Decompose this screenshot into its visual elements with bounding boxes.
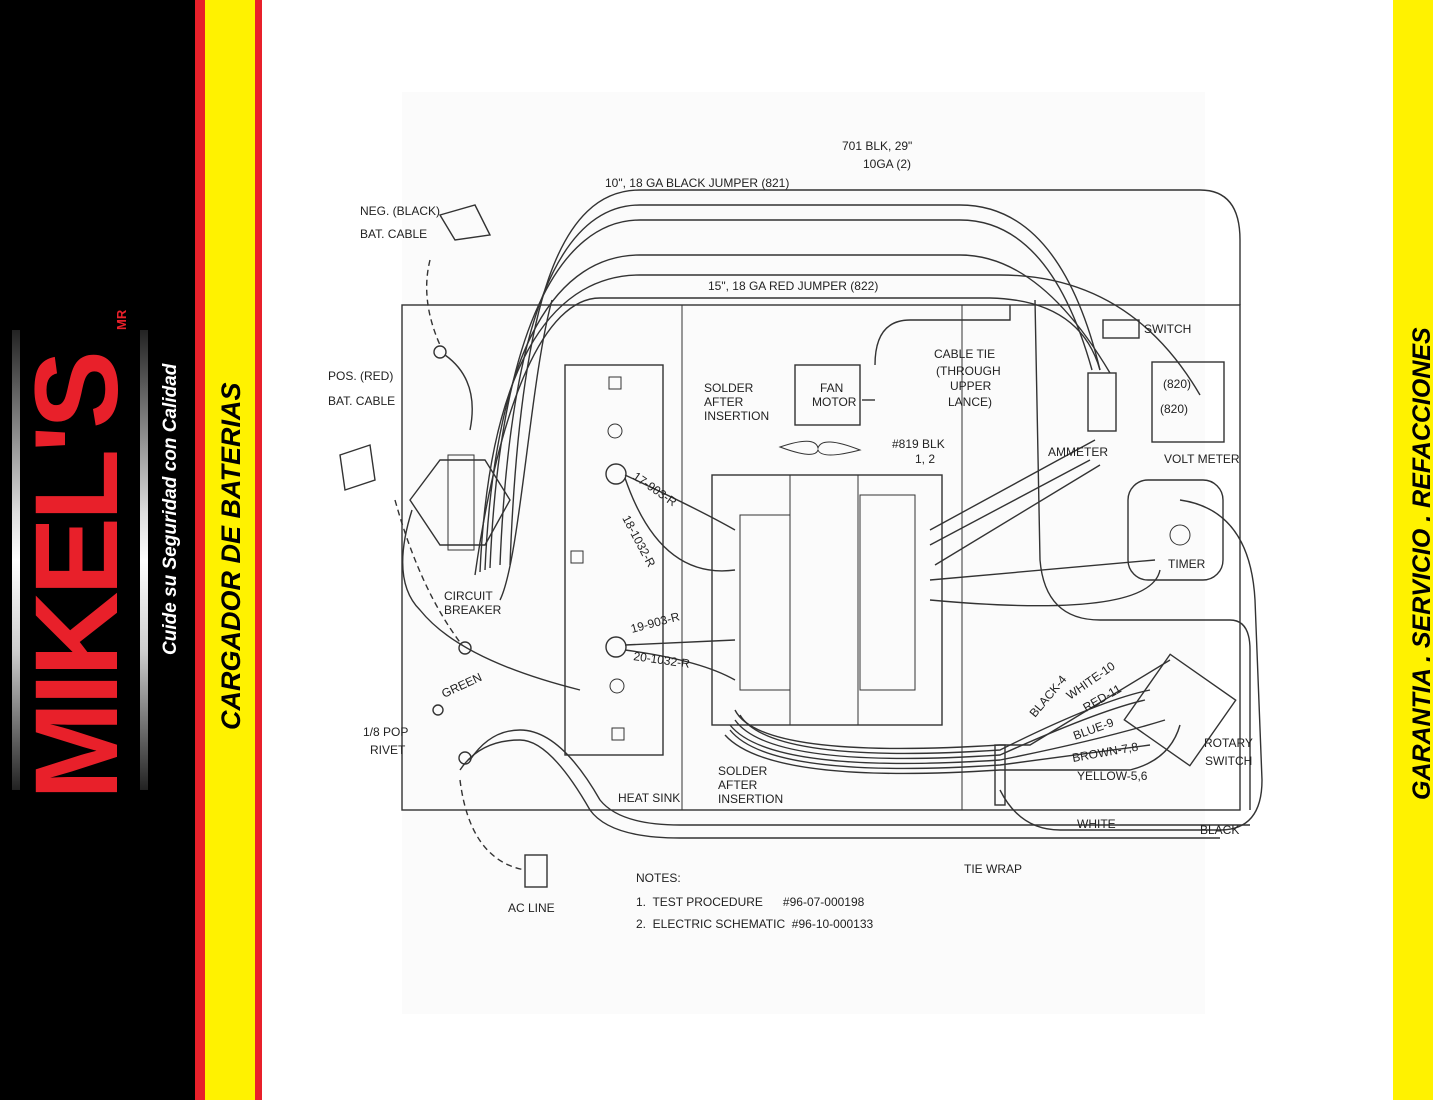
notes-title: NOTES: — [636, 871, 681, 885]
product-title: CARGADOR DE BATERIAS — [216, 382, 246, 730]
brand-slogan: Cuide su Seguridad con Calidad — [160, 363, 181, 655]
notes: NOTES: 1. TEST PROCEDURE #96-07-000198 2… — [636, 871, 874, 931]
right-yellow-stripe — [1393, 0, 1433, 1100]
red-stripe — [195, 0, 205, 1100]
chassis-outline — [401, 304, 1241, 811]
label: (820) — [1163, 377, 1191, 391]
timer-knob — [1169, 524, 1191, 546]
chrome-bar-decoration — [12, 330, 20, 790]
brand-logo: MIKEL'S — [11, 354, 143, 800]
rectifier-diode — [605, 636, 627, 658]
note-item: 1. TEST PROCEDURE #96-07-000198 — [636, 895, 865, 909]
label: AMMETER — [1048, 445, 1108, 459]
heat-sink-hole — [608, 376, 622, 390]
ground-stud — [458, 641, 472, 655]
breaker-body — [447, 454, 475, 551]
label: SOLDER — [704, 381, 754, 395]
transformer-coil — [859, 494, 916, 691]
label: YELLOW-5,6 — [1077, 769, 1148, 783]
label: MOTOR — [812, 395, 857, 409]
label: UPPER — [950, 379, 992, 393]
circuit-breaker — [409, 459, 511, 546]
yellow-stripe — [205, 0, 255, 1100]
label: #819 BLK — [892, 437, 945, 451]
label: 701 BLK, 29" — [842, 139, 912, 153]
label: CIRCUIT — [444, 589, 493, 603]
label: WHITE — [1077, 817, 1116, 831]
label: BAT. CABLE — [328, 394, 395, 408]
label: 10", 18 GA BLACK JUMPER (821) — [605, 176, 789, 190]
label: VOLT METER — [1164, 452, 1240, 466]
label: BAT. CABLE — [360, 227, 427, 241]
pop-rivet — [432, 704, 444, 716]
label: INSERTION — [718, 792, 783, 806]
services-tagline: GARANTIA . SERVICIO . REFACCIONES — [1408, 327, 1433, 800]
wiring-diagram: NEG. (BLACK) BAT. CABLE POS. (RED) BAT. … — [328, 92, 1263, 1014]
rectifier-diode — [605, 463, 627, 485]
heat-sink-hole — [609, 678, 625, 694]
label: AFTER — [704, 395, 744, 409]
heat-sink-hole — [570, 550, 584, 564]
label: HEAT SINK — [618, 791, 680, 805]
diagram-labels: NEG. (BLACK) BAT. CABLE POS. (RED) BAT. … — [328, 139, 1253, 915]
label: BREAKER — [444, 603, 502, 617]
trademark-mark: MR — [114, 309, 129, 330]
label: SWITCH — [1144, 322, 1191, 336]
heat-sink-hole — [611, 727, 625, 741]
heat-sink-hole — [607, 423, 623, 439]
label: TIE WRAP — [964, 862, 1022, 876]
diagram-paper — [402, 92, 1205, 1014]
red-stripe — [255, 0, 262, 1100]
wire-harness — [339, 189, 1263, 871]
label: 10GA (2) — [863, 157, 911, 171]
label: INSERTION — [704, 409, 769, 423]
transformer-coil — [739, 514, 791, 691]
rotary-switch — [1123, 653, 1237, 767]
chrome-bar-decoration — [140, 330, 148, 790]
label: (820) — [1160, 402, 1188, 416]
fan-blade — [778, 440, 862, 456]
ac-plug — [524, 854, 548, 888]
label: FAN — [820, 381, 843, 395]
label: NEG. (BLACK) — [360, 204, 440, 218]
label: 1/8 POP — [363, 725, 408, 739]
label: BLACK — [1200, 823, 1239, 837]
fan-motor — [794, 364, 861, 426]
label: CABLE TIE — [934, 347, 995, 361]
label: ROTARY — [1204, 736, 1253, 750]
timer — [1127, 479, 1224, 581]
label: TIMER — [1168, 557, 1206, 571]
brand-sidebar — [0, 0, 195, 1100]
label: POS. (RED) — [328, 369, 393, 383]
label: LANCE) — [948, 395, 992, 409]
label: SOLDER — [718, 764, 768, 778]
label: AC LINE — [508, 901, 555, 915]
label: SWITCH — [1205, 754, 1252, 768]
volt-meter — [1151, 361, 1225, 443]
heat-sink — [564, 364, 664, 756]
label: (THROUGH — [936, 364, 1001, 378]
ground-stud — [433, 345, 447, 359]
switch-component — [1102, 319, 1140, 339]
note-item: 2. ELECTRIC SCHEMATIC #96-10-000133 — [636, 917, 874, 931]
ammeter — [1087, 372, 1117, 432]
label: RIVET — [370, 743, 406, 757]
label: AFTER — [718, 778, 758, 792]
label: 15", 18 GA RED JUMPER (822) — [708, 279, 878, 293]
label: 1, 2 — [915, 452, 935, 466]
